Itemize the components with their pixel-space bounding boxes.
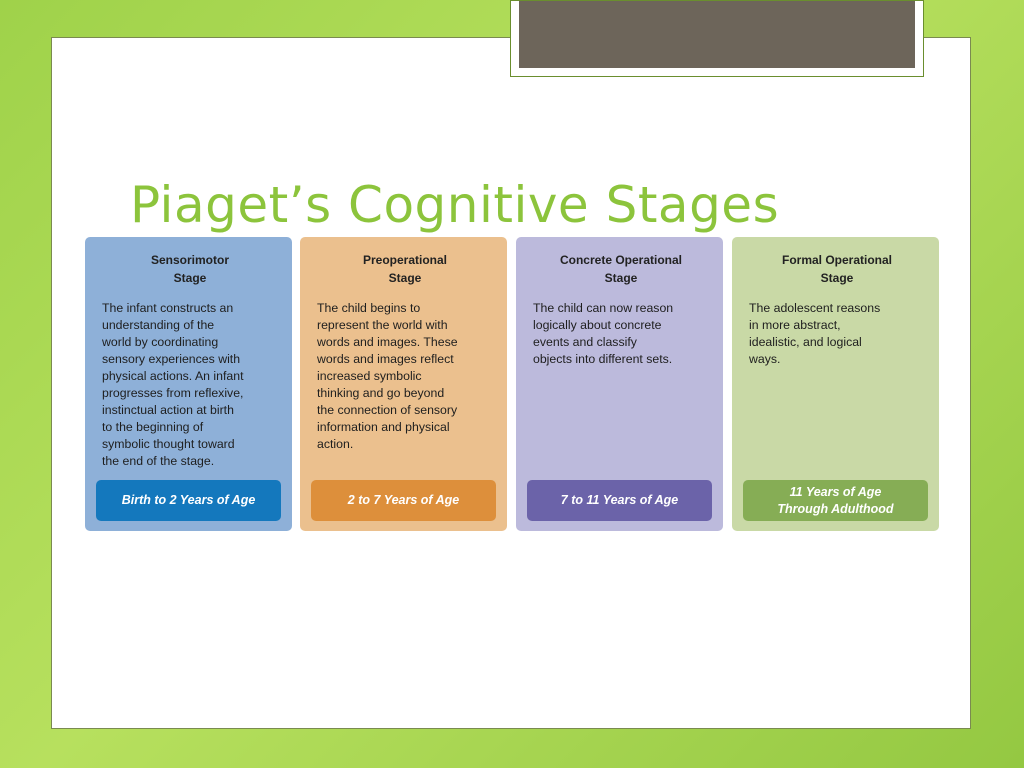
page-title: Piaget’s Cognitive Stages bbox=[130, 176, 780, 234]
stage-name: Formal Operational Stage bbox=[781, 253, 893, 285]
stage-name: Concrete Operational Stage bbox=[559, 253, 683, 285]
age-badge: 11 Years of Age Through Adulthood bbox=[743, 480, 928, 521]
stage-description: The adolescent reasons in more abstract,… bbox=[749, 301, 881, 366]
header-decoration bbox=[510, 0, 924, 77]
stage-description: The infant constructs an understanding o… bbox=[102, 301, 244, 468]
stage-description: The child can now reason logically about… bbox=[533, 301, 674, 366]
stage-name: Sensorimotor Stage bbox=[150, 253, 229, 285]
stage-name: Preoperational Stage bbox=[362, 253, 448, 285]
stage-card-sensorimotor: Sensorimotor Stage The infant constructs… bbox=[85, 237, 292, 531]
stage-card-concrete-operational: Concrete Operational Stage The child can… bbox=[516, 237, 723, 531]
age-badge: 7 to 11 Years of Age bbox=[527, 480, 712, 521]
header-bar bbox=[519, 1, 915, 68]
age-badge: Birth to 2 Years of Age bbox=[96, 480, 281, 521]
stage-description: The child begins to represent the world … bbox=[317, 301, 458, 451]
age-badge: 2 to 7 Years of Age bbox=[311, 480, 496, 521]
stage-card-formal-operational: Formal Operational Stage The adolescent … bbox=[732, 237, 939, 531]
stage-card-preoperational: Preoperational Stage The child begins to… bbox=[300, 237, 507, 531]
